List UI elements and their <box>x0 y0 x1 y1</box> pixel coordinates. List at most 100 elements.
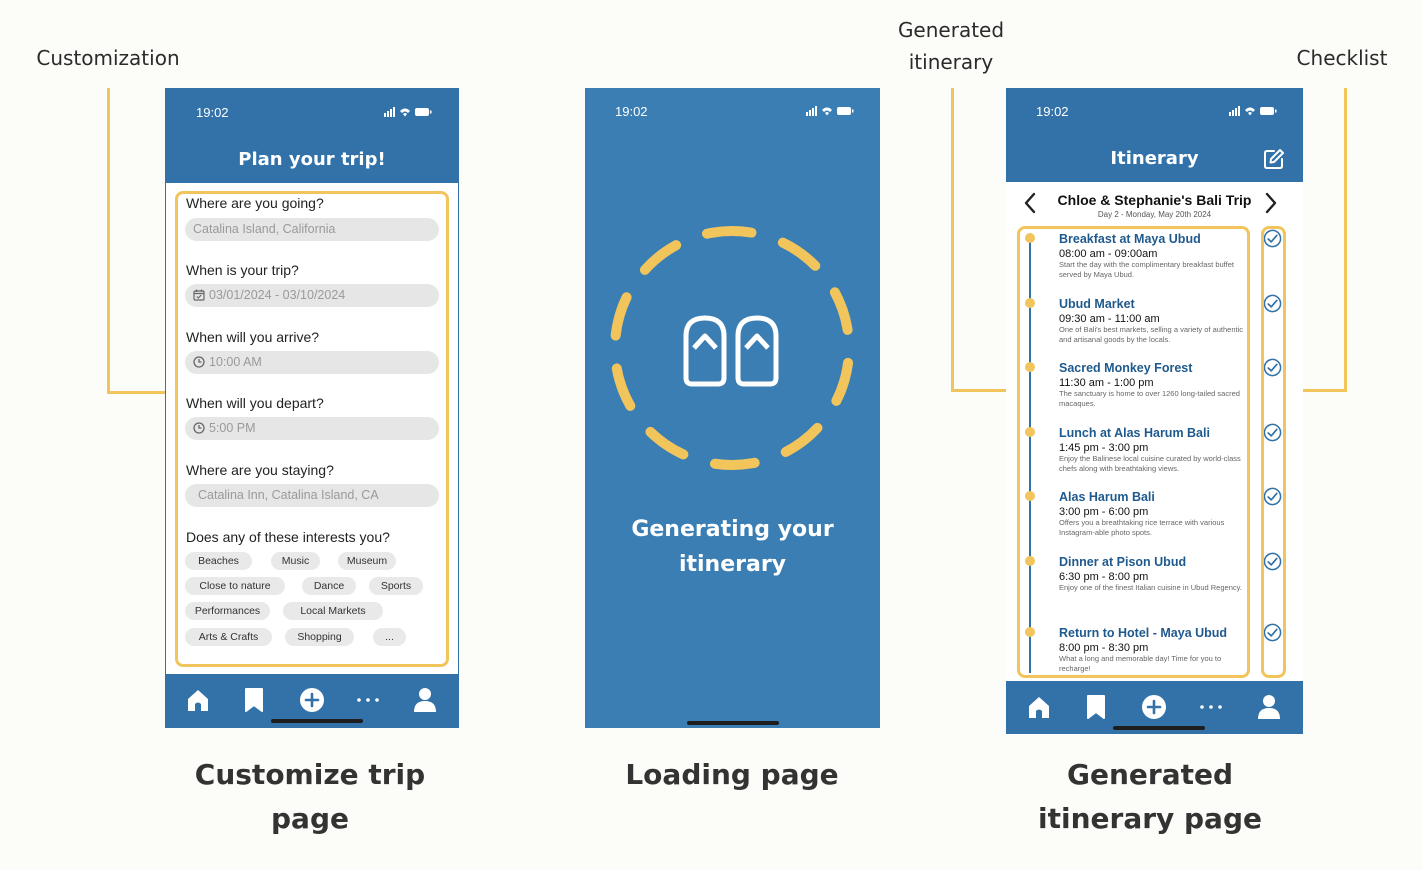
event-title[interactable]: Ubud Market <box>1059 297 1135 311</box>
event-title[interactable]: Lunch at Alas Harum Bali <box>1059 426 1210 440</box>
interest-chip[interactable]: Performances <box>185 602 270 620</box>
loading-message: Generating your itinerary <box>585 512 880 582</box>
arrival-time-input[interactable]: 10:00 AM <box>185 351 439 374</box>
destination-input[interactable]: Catalina Island, California <box>185 218 439 241</box>
question-depart: When will you depart? <box>186 395 324 411</box>
interest-chip[interactable]: Local Markets <box>283 602 383 620</box>
trip-day: Day 2 - Monday, May 20th 2024 <box>1097 210 1212 219</box>
caption-line: Customize trip <box>194 758 426 791</box>
home-indicator <box>687 721 779 725</box>
add-icon[interactable] <box>299 687 325 713</box>
home-icon[interactable] <box>185 687 211 713</box>
status-icons <box>1229 106 1277 116</box>
event-description: Start the day with the complimentary bre… <box>1059 260 1234 279</box>
loading-message-line: itinerary <box>678 552 787 577</box>
departure-time-input[interactable]: 5:00 PM <box>185 417 439 440</box>
event-title[interactable]: Sacred Monkey Forest <box>1059 361 1193 375</box>
event-description: One of Bali's best markets, selling a va… <box>1059 325 1244 344</box>
dates-value: 03/01/2024 - 03/10/2024 <box>209 288 346 302</box>
departure-time-value: 5:00 PM <box>209 421 256 435</box>
connector-line <box>951 88 954 392</box>
caption-generated: Generated itinerary page <box>990 753 1310 841</box>
status-icons <box>384 107 432 117</box>
event-time: 11:30 am - 1:00 pm <box>1059 377 1154 389</box>
add-icon[interactable] <box>1141 694 1167 720</box>
profile-icon[interactable] <box>1256 694 1282 720</box>
status-bar: 19:02 <box>1006 88 1303 136</box>
clock-icon <box>193 356 205 368</box>
connector-line <box>1344 88 1347 392</box>
status-icons <box>806 106 854 116</box>
caption-customize: Customize trip page <box>150 753 470 841</box>
connector-line <box>107 88 110 394</box>
interest-chip[interactable]: Shopping <box>285 628 354 646</box>
timeline-dot <box>1025 556 1035 566</box>
profile-icon[interactable] <box>412 687 438 713</box>
status-time: 19:02 <box>196 105 229 120</box>
interest-chip[interactable]: Close to nature <box>185 577 285 595</box>
status-bar: 19:02 <box>166 89 458 137</box>
question-staying: Where are you staying? <box>186 462 334 478</box>
edit-icon[interactable] <box>1263 148 1285 170</box>
checklist-highlight <box>1261 226 1286 678</box>
interest-chip[interactable]: Dance <box>302 577 356 595</box>
timeline-dot <box>1025 362 1035 372</box>
more-icon[interactable] <box>1198 694 1224 720</box>
event-time: 6:30 pm - 8:00 pm <box>1059 571 1149 583</box>
interest-chip[interactable]: Music <box>271 552 320 570</box>
event-title[interactable]: Breakfast at Maya Ubud <box>1059 232 1201 246</box>
event-title[interactable]: Dinner at Pison Ubud <box>1059 555 1187 569</box>
page-title: Plan your trip! <box>166 137 458 183</box>
itinerary-screen: 19:02 Itinerary Chloe & Stephanie's Bali… <box>1006 88 1303 734</box>
annotation-customization: Customization <box>36 46 180 70</box>
tab-bar <box>1006 681 1303 734</box>
more-interests-chip[interactable]: ... <box>373 628 406 646</box>
event-time: 8:00 pm - 8:30 pm <box>1059 642 1149 654</box>
annotation-line: Generated <box>897 18 1005 42</box>
loading-spinner <box>610 226 854 471</box>
caption-loading: Loading page <box>625 758 839 791</box>
home-indicator <box>271 719 363 723</box>
interest-chip[interactable]: Sports <box>369 577 423 595</box>
more-icon[interactable] <box>355 687 381 713</box>
interest-chip[interactable]: Arts & Crafts <box>185 628 272 646</box>
page-title: Itinerary <box>1006 136 1303 182</box>
trip-header: Chloe & Stephanie's Bali Trip Day 2 - Mo… <box>1006 182 1303 224</box>
question-dates: When is your trip? <box>186 262 299 278</box>
trip-title: Chloe & Stephanie's Bali Trip <box>1057 192 1252 208</box>
event-description: The sanctuary is home to over 1260 long-… <box>1059 389 1240 408</box>
event-description: What a long and memorable day! Time for … <box>1059 654 1222 673</box>
event-time: 1:45 pm - 3:00 pm <box>1059 442 1149 454</box>
home-indicator <box>1113 726 1205 730</box>
itinerary-highlight <box>1017 226 1250 678</box>
event-title[interactable]: Alas Harum Bali <box>1059 490 1155 504</box>
connector-line <box>951 389 1017 392</box>
chevron-right-icon[interactable] <box>1264 192 1278 214</box>
annotation-generated-itinerary: Generated itinerary <box>880 14 1022 78</box>
status-time: 19:02 <box>1036 104 1069 119</box>
bookmark-icon[interactable] <box>241 687 267 713</box>
tab-bar <box>166 674 458 727</box>
bookmark-icon[interactable] <box>1083 694 1109 720</box>
timeline-dot <box>1025 491 1035 501</box>
customization-highlight <box>175 191 449 667</box>
timeline-dot <box>1025 298 1035 308</box>
chevron-left-icon[interactable] <box>1023 192 1037 214</box>
status-time: 19:02 <box>615 104 648 119</box>
loading-screen: 19:02 Generating your itinerary <box>585 88 880 728</box>
event-description: Enjoy one of the finest Italian cuisine … <box>1059 583 1242 592</box>
calendar-icon <box>193 289 205 301</box>
event-time: 3:00 pm - 6:00 pm <box>1059 506 1149 518</box>
interest-chip[interactable]: Beaches <box>185 552 252 570</box>
question-destination: Where are you going? <box>186 195 324 211</box>
event-title[interactable]: Return to Hotel - Maya Ubud <box>1059 626 1228 640</box>
accommodation-input[interactable]: Catalina Inn, Catalina Island, CA <box>185 484 439 507</box>
home-icon[interactable] <box>1026 694 1052 720</box>
interest-chip[interactable]: Museum <box>338 552 396 570</box>
annotation-checklist: Checklist <box>1296 46 1388 70</box>
clock-icon <box>193 422 205 434</box>
question-interests: Does any of these interests you? <box>186 529 390 545</box>
question-arrive: When will you arrive? <box>186 329 320 345</box>
caption-line: Generated <box>1066 758 1234 791</box>
dates-input[interactable]: 03/01/2024 - 03/10/2024 <box>185 284 439 307</box>
